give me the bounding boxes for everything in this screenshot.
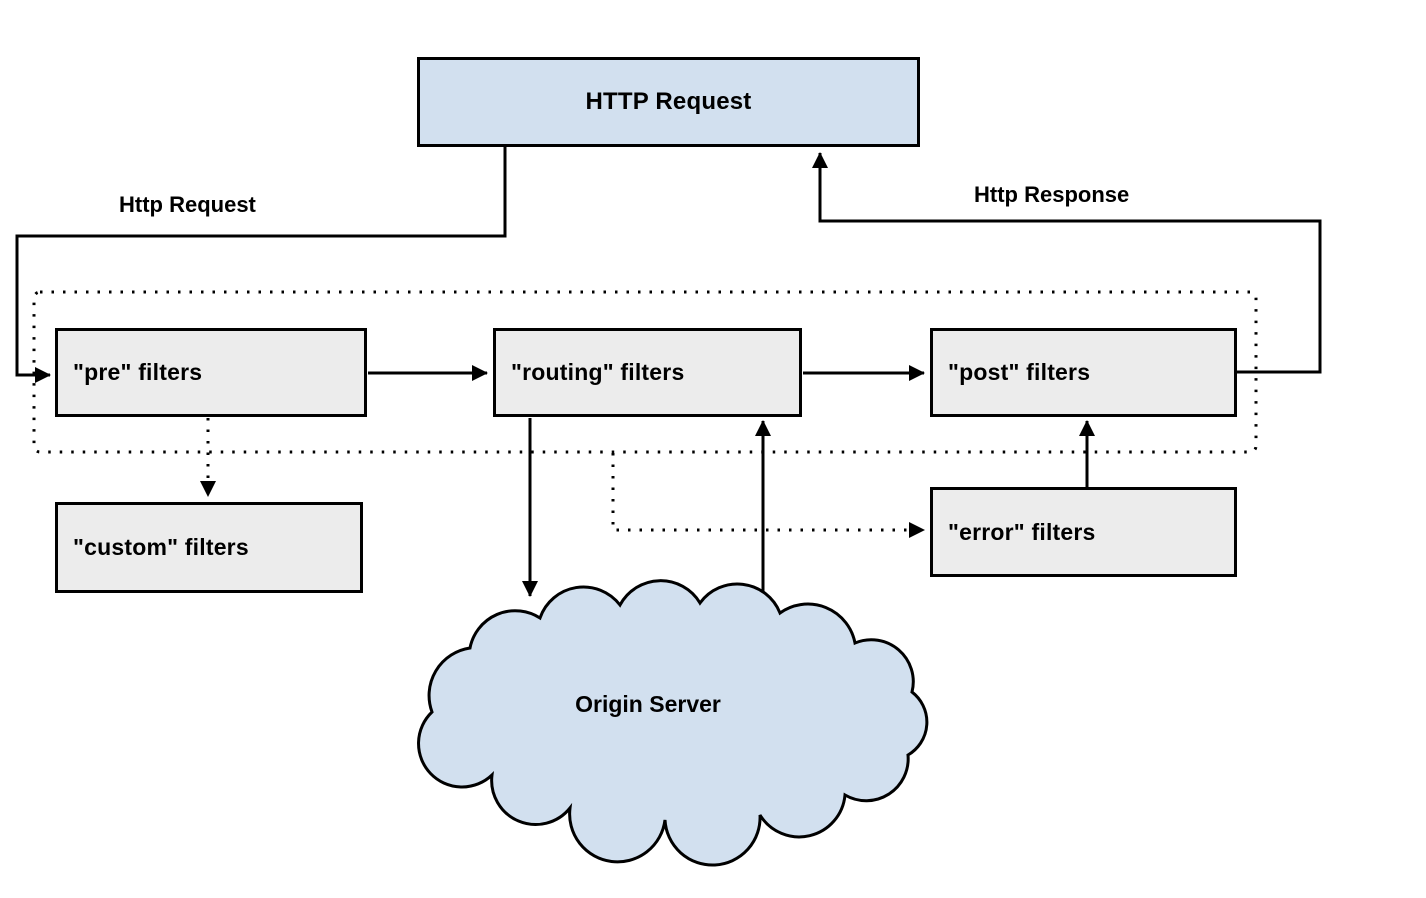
edge-post-to-http-response (812, 152, 1322, 374)
routing-filters-box: "routing" filters (493, 328, 802, 417)
routing-filters-label: "routing" filters (511, 359, 685, 385)
edge-http-request-to-pre (15, 147, 507, 383)
http-response-edge-label: Http Response (974, 182, 1130, 207)
post-filters-box: "post" filters (930, 328, 1237, 417)
filter-chain-dotted-container (32, 290, 1258, 454)
pre-filters-box: "pre" filters (55, 328, 367, 417)
origin-server-cloud (417, 579, 929, 867)
post-filters-label: "post" filters (948, 359, 1091, 385)
pre-filters-label: "pre" filters (73, 359, 203, 385)
http-request-box: HTTP Request (417, 57, 920, 147)
origin-server-label: Origin Server (575, 691, 721, 717)
error-filters-box: "error" filters (930, 487, 1237, 577)
custom-filters-box: "custom" filters (55, 502, 363, 593)
custom-filters-label: "custom" filters (73, 534, 249, 560)
edge-chain-to-error (611, 453, 925, 538)
http-request-edge-label: Http Request (119, 192, 256, 217)
http-request-label: HTTP Request (585, 88, 752, 115)
error-filters-label: "error" filters (948, 518, 1096, 545)
